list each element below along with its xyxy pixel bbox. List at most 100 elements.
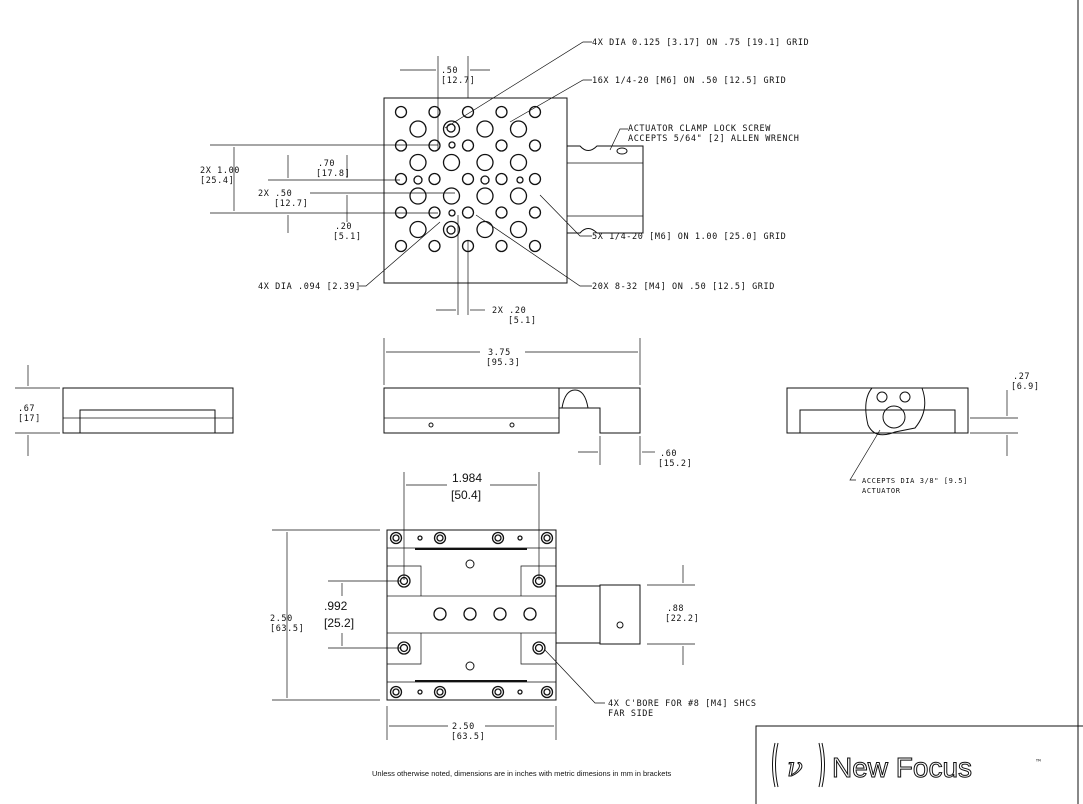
dim-2x50-in: 2X .50 — [258, 189, 292, 199]
logo-brand: New Focus — [832, 752, 972, 783]
callout-far-side: FAR SIDE — [608, 709, 654, 719]
dia094-hole — [516, 176, 524, 184]
callout-dia-094: 4X DIA .094 [2.39] — [258, 282, 361, 292]
dim-250h-in: 2.50 — [452, 722, 475, 732]
dim-70-in: .70 — [318, 159, 335, 169]
callout-allen-wrench: ACCEPTS 5/64" [2] ALLEN WRENCH — [628, 134, 800, 144]
dim-20-in: .20 — [335, 222, 352, 232]
callout-actuator: ACTUATOR — [862, 487, 901, 495]
mount-screw — [399, 643, 409, 653]
m6-hole — [509, 220, 528, 239]
dia125-hole — [446, 123, 456, 133]
carriage-hole — [493, 607, 507, 621]
cbore-inner — [436, 688, 444, 696]
dia094-hole — [448, 209, 456, 217]
dim-2x100-mm: [25.4] — [200, 176, 234, 186]
new-focus-logo: ν New Focus ™ — [755, 725, 1083, 804]
m4-hole — [428, 172, 441, 186]
dim-60-mm: [15.2] — [658, 459, 692, 469]
m4-hole — [528, 139, 542, 152]
m4-hole — [528, 105, 542, 119]
dim-88-in: .88 — [667, 604, 684, 614]
left-end-view: .67 [17] — [15, 365, 234, 456]
m4-hole — [495, 206, 508, 219]
m4-hole — [394, 206, 408, 219]
m6-hole — [509, 187, 528, 205]
dim-27-in: .27 — [1013, 372, 1030, 382]
cbore-inner — [543, 688, 551, 696]
clamp-lock-screw — [616, 147, 628, 155]
m6-hole — [476, 120, 494, 138]
dim-88-mm: [22.2] — [665, 614, 699, 624]
small-hole — [417, 535, 423, 541]
front-side-view: 3.75 [95.3] .60 [15.2] — [383, 338, 692, 469]
dim-60-in: .60 — [660, 449, 677, 459]
m6-hole — [409, 220, 427, 239]
cbore-inner — [494, 688, 502, 696]
dimension-note: Unless otherwise noted, dimensions are i… — [372, 769, 672, 778]
m4-hole — [394, 139, 408, 152]
m4-hole — [428, 139, 441, 152]
actuator-top — [567, 145, 644, 234]
callout-cbore: 4X C'BORE FOR #8 [M4] SHCS — [608, 699, 757, 709]
callout-dia-125: 4X DIA 0.125 [3.17] ON .75 [19.1] GRID — [592, 38, 809, 48]
callout-16x-holes: 16X 1/4-20 [M6] ON .50 [12.5] GRID — [592, 76, 786, 86]
m4-hole — [461, 139, 475, 152]
carriage-hole — [433, 607, 447, 621]
m4-hole — [495, 239, 508, 253]
dim-50-in: .50 — [441, 66, 458, 76]
carriage-hole — [463, 607, 477, 621]
dim-250h-mm: [63.5] — [451, 732, 485, 742]
m4-hole — [528, 239, 542, 253]
dim-27-mm: [6.9] — [1011, 382, 1040, 392]
m6-hole — [409, 120, 427, 138]
m4-hole — [394, 172, 408, 186]
mount-screw — [534, 643, 544, 653]
m6-hole — [476, 187, 494, 205]
m6-hole — [409, 153, 427, 172]
callout-clamp-screw: ACTUATOR CLAMP LOCK SCREW — [628, 124, 771, 134]
top-plate — [383, 97, 568, 284]
m4-hole — [495, 139, 508, 152]
dim-992-mm: [25.2] — [324, 616, 354, 630]
dim-1984-mm: [50.4] — [451, 488, 481, 502]
dim-20-mm: [5.1] — [333, 232, 362, 242]
dim-67-in: .67 — [18, 404, 35, 414]
m4-hole — [495, 105, 508, 119]
m6-hole — [476, 153, 494, 172]
cbore-inner — [543, 534, 551, 542]
hole-grid — [394, 105, 542, 253]
m6-hole — [509, 153, 528, 172]
dim-375-mm: [95.3] — [486, 358, 520, 368]
right-end-view: .27 [6.9] ACCEPTS DIA 3/8" [9.5] ACTUATO… — [786, 372, 1040, 495]
small-hole — [517, 689, 523, 695]
dim-250v-in: 2.50 — [270, 614, 293, 624]
m4-hole — [428, 206, 441, 219]
carriage — [386, 595, 557, 634]
dia125-hole — [446, 225, 456, 235]
top-view: 4X DIA 0.125 [3.17] ON .75 [19.1] GRID 1… — [200, 38, 809, 326]
dim-375-in: 3.75 — [488, 348, 511, 358]
dim-992-in: .992 — [324, 599, 348, 613]
m4-hole — [394, 239, 408, 253]
bottom-view: 1.984 [50.4] 2.50 [63.5] .992 [25.2] .88… — [270, 471, 757, 742]
m4-hole — [394, 105, 408, 119]
logo-trademark: ™ — [1035, 758, 1042, 767]
dim-1984-in: 1.984 — [452, 471, 482, 485]
dia125-hole — [480, 175, 490, 185]
cbore-inner — [436, 534, 444, 542]
cbore-inner — [494, 534, 502, 542]
m4-hole — [528, 172, 542, 186]
m4-hole — [461, 105, 475, 119]
actuator-clamp — [865, 387, 926, 436]
small-hole — [517, 535, 523, 541]
cbore-inner — [392, 534, 400, 542]
m4-hole — [428, 105, 441, 119]
actuator-bore — [882, 405, 906, 429]
m4-hole — [428, 239, 441, 253]
m6-hole — [509, 120, 528, 138]
dim-2x50-mm: [12.7] — [274, 199, 308, 209]
dia094-hole — [448, 141, 456, 149]
m4-hole — [528, 206, 542, 219]
dim-67-mm: [17] — [18, 414, 41, 424]
